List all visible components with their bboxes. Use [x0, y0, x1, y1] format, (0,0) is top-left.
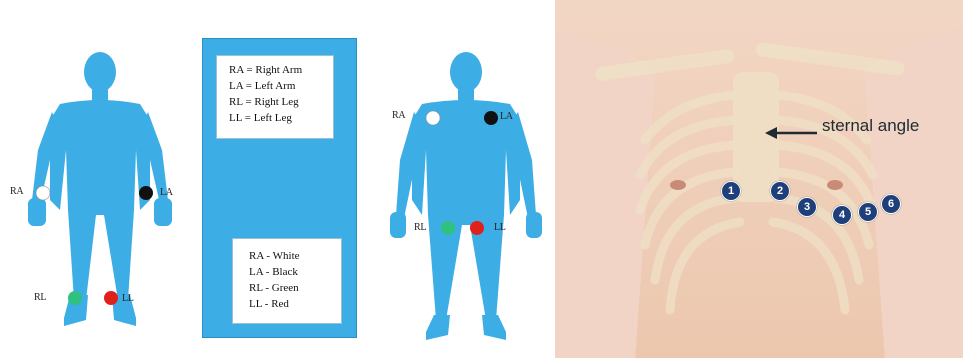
legend-rl: RL = Right Leg [229, 94, 333, 110]
label-ra-torso: RA [392, 110, 405, 121]
label-la-torso: LA [500, 111, 513, 122]
precordial-electrode-v2: 2 [770, 181, 790, 201]
legend-ra-color: RA - White [249, 248, 341, 264]
legend-la-color: LA - Black [249, 264, 341, 280]
color-legend: RA - White LA - Black RL - Green LL - Re… [232, 238, 342, 324]
torso-lead-body-figure [370, 0, 555, 358]
legend-la: LA = Left Arm [229, 78, 333, 94]
legend-ll: LL = Left Leg [229, 110, 333, 126]
electrode-ll-red [104, 291, 118, 305]
label-rl-torso: RL [414, 222, 426, 233]
chest-photo [555, 0, 963, 358]
legend-ra: RA = Right Arm [229, 62, 333, 78]
legend-ll-color: LL - Red [249, 296, 341, 312]
legend-rl-color: RL - Green [249, 280, 341, 296]
precordial-electrode-v5: 5 [858, 202, 878, 222]
limb-electrodes [0, 0, 200, 358]
abbreviation-legend: RA = Right Arm LA = Left Arm RL = Right … [216, 55, 334, 139]
electrode-rl-green [68, 291, 82, 305]
precordial-electrode-v3: 3 [797, 197, 817, 217]
electrode-rl-green-torso [441, 221, 455, 235]
electrode-ra-white-torso [426, 111, 440, 125]
sternal-angle-annotation: sternal angle [822, 116, 919, 136]
precordial-electrode-v4: 4 [832, 205, 852, 225]
precordial-electrode-v1: 1 [721, 181, 741, 201]
electrode-la-black [139, 186, 153, 200]
label-ll-torso: LL [494, 222, 506, 233]
precordial-electrode-v6: 6 [881, 194, 901, 214]
electrode-la-black-torso [484, 111, 498, 125]
electrode-ra-white [36, 186, 50, 200]
electrode-ll-red-torso [470, 221, 484, 235]
